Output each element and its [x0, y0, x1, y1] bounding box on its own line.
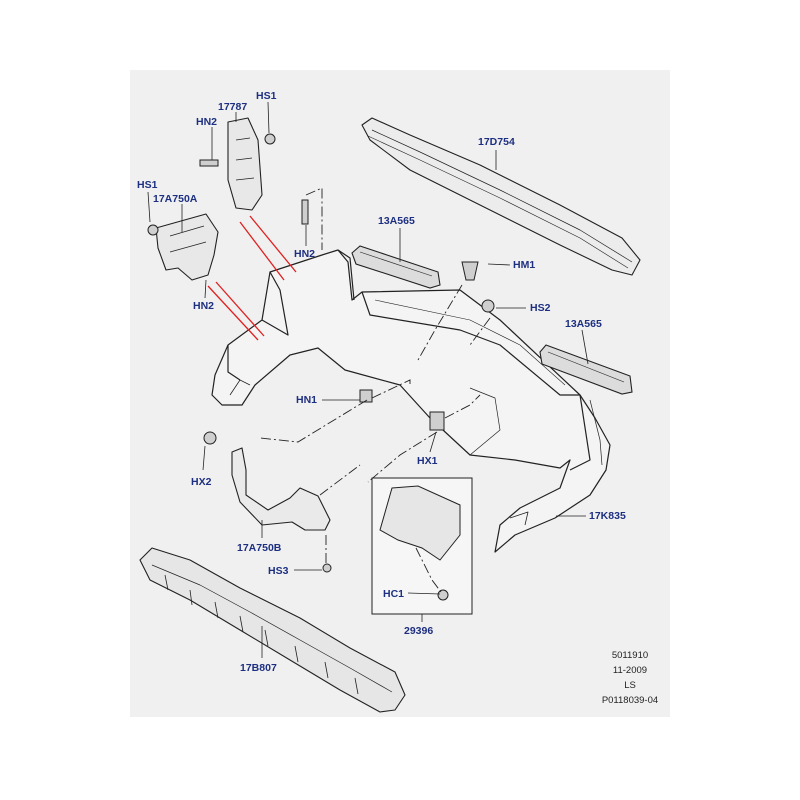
- label-hs1-left: HS1: [137, 179, 158, 191]
- label-17k835: 17K835: [589, 510, 626, 522]
- label-13a565-right: 13A565: [565, 318, 602, 330]
- label-hc1: HC1: [383, 588, 405, 600]
- label-29396: 29396: [404, 625, 434, 637]
- label-hs1-top: HS1: [256, 90, 277, 102]
- label-hn1: HN1: [296, 394, 318, 406]
- label-17d754: 17D754: [478, 136, 515, 148]
- reference-line-2: 11-2009: [612, 665, 648, 676]
- label-hx2: HX2: [191, 476, 212, 488]
- label-17a750b: 17A750B: [237, 542, 282, 554]
- reference-line-4: P0118039-04: [601, 695, 659, 706]
- label-hx1: HX1: [417, 455, 438, 467]
- assembly-lines: [259, 187, 491, 593]
- label-17b807: 17B807: [240, 662, 277, 674]
- reference-line-3: LS: [624, 680, 636, 691]
- side-bracket-shapes: [155, 117, 263, 281]
- reference-line-1: 5011910: [611, 650, 649, 661]
- label-hn2-left: HN2: [193, 300, 215, 312]
- leader-lines: [147, 101, 589, 658]
- label-hn2-top: HN2: [196, 116, 218, 128]
- label-hn2-mid: HN2: [294, 248, 316, 260]
- highlight-lines: [207, 215, 297, 341]
- label-hs3: HS3: [268, 565, 289, 577]
- lower-bracket-shape: [231, 447, 331, 531]
- bumper-cover-shape: [211, 249, 611, 553]
- reflector-shapes: [351, 245, 633, 395]
- label-hs2: HS2: [530, 302, 551, 314]
- label-17a750a: 17A750A: [153, 193, 198, 205]
- inset-box: [371, 477, 473, 615]
- label-17787: 17787: [218, 101, 248, 113]
- label-hm1: HM1: [513, 259, 536, 271]
- lower-valance-shape: [139, 547, 406, 713]
- step-pad-shape: [361, 117, 641, 276]
- fastener-shapes: [147, 133, 495, 601]
- label-13a565-top: 13A565: [378, 215, 415, 227]
